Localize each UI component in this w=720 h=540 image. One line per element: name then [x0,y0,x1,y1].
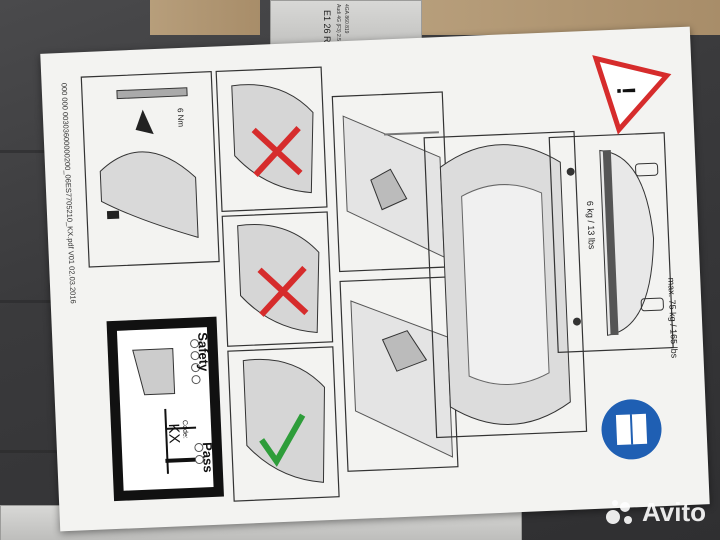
check-icon [259,413,306,467]
badge-pass-text: Pass [199,441,216,473]
panel-step-2 [221,211,334,347]
part-label-line-2: Audi 4G (F3) 2.5.x [335,4,341,45]
panel-car-top-view [423,130,588,439]
instruction-drawings: ! [80,55,674,502]
badge-safety-text: Safety [195,331,212,372]
avito-logo-icon [605,498,636,528]
cardboard-box [150,0,260,35]
panel-step-1 [215,66,328,212]
panel-step-3 [227,346,340,502]
approval-mark: E1 26 R [322,10,332,43]
panel-roof-bar [548,132,674,354]
avito-watermark: Avito [605,497,706,528]
badge-code-value: KX [164,423,183,444]
part-label-line-1: 4GA.860.819 [343,4,349,34]
panel-torque [80,71,220,268]
torque-label: 6 Nm [175,107,186,128]
rotate-arrow-icon [135,109,154,135]
floor-tile-seam [0,150,60,153]
avito-watermark-text: Avito [641,497,706,527]
bar-weight: 6 kg / 13 lbs [584,200,597,250]
svg-text:!: ! [611,86,641,96]
floor-tile-seam [0,300,60,303]
instruction-sheet: ! 000 000 00303600000200_06ES7705210_KX.… [40,26,710,532]
warning-triangle-icon [592,55,672,135]
floor-tile-seam [0,450,60,453]
